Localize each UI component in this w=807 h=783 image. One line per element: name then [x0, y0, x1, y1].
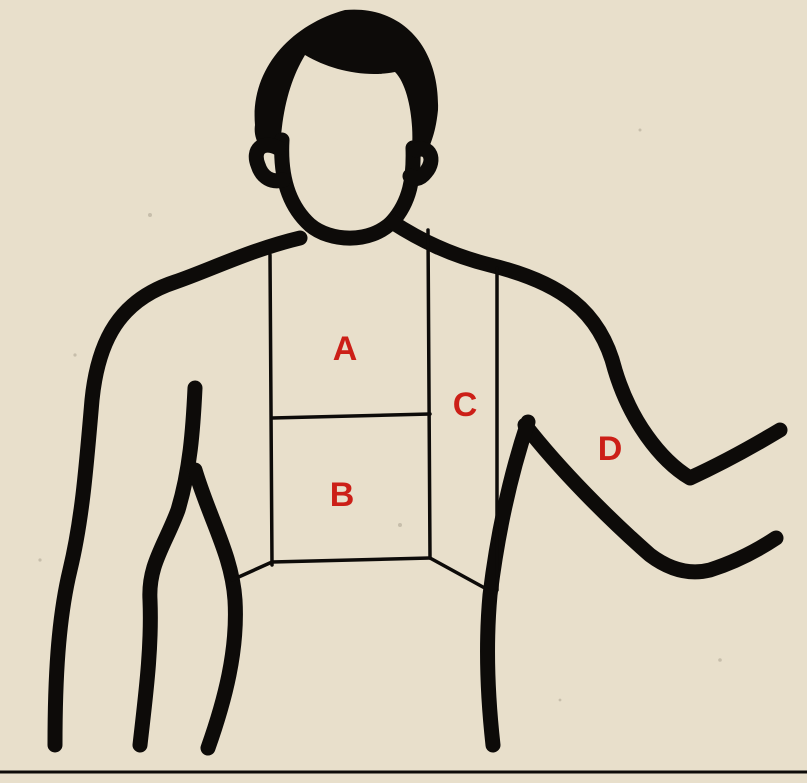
region-c-label: C [453, 386, 478, 424]
region-d-label: D [598, 430, 623, 468]
region-a-c-divider [428, 230, 430, 558]
region-a-b-left-edge [270, 255, 272, 565]
region-a-label: A [333, 330, 358, 368]
region-b-label: B [330, 476, 355, 514]
